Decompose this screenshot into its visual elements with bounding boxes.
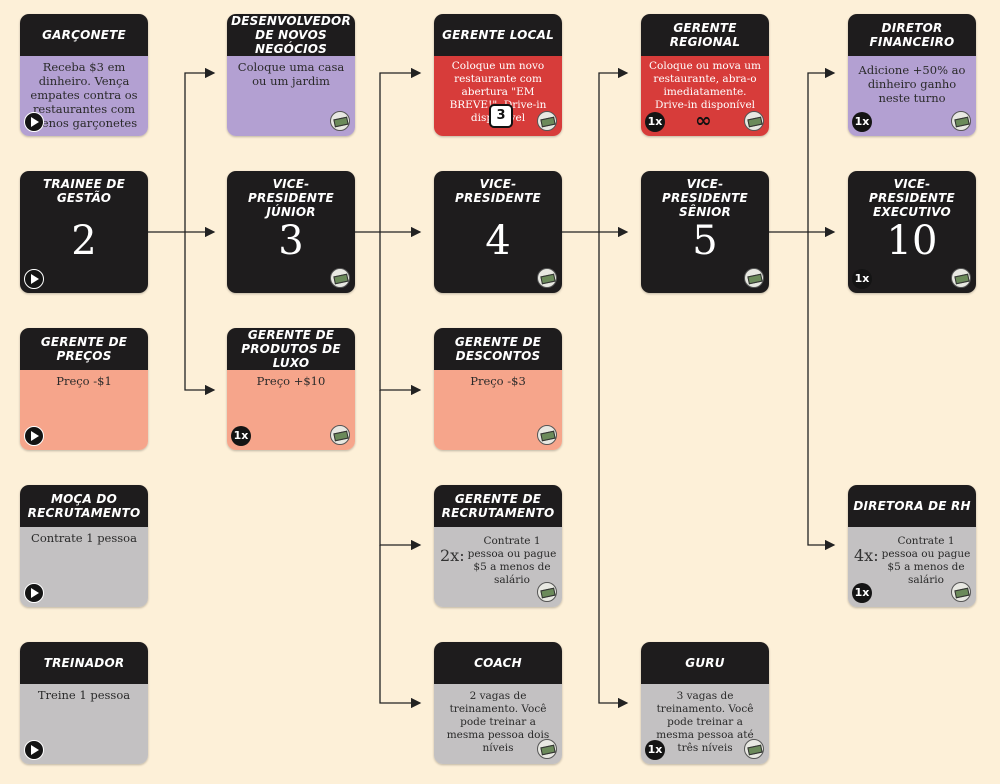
card-title: VICE-PRESIDENTE SÊNIOR <box>662 177 748 219</box>
card-title: COACH <box>434 642 562 684</box>
infinity-icon: ∞ <box>695 108 712 132</box>
money-icon <box>744 739 764 759</box>
card-title: GARÇONETE <box>20 14 148 56</box>
card-title: GERENTE DE RECRUTAMENTO <box>434 485 562 527</box>
card-title: TRAINEE DE GESTÃO <box>43 177 125 205</box>
card-title: GERENTE REGIONAL <box>641 14 769 56</box>
card-title: GERENTE DE PRODUTOS DE LUXO <box>227 328 355 370</box>
card-level-number: 3 <box>278 218 304 264</box>
connector-vp-guru <box>598 232 629 709</box>
play-icon <box>24 426 44 446</box>
money-icon <box>330 111 350 131</box>
card-gerente-recrutamento[interactable]: GERENTE DE RECRUTAMENTO 2x: Contrate 1 p… <box>434 485 562 607</box>
card-diretora-rh[interactable]: DIRETORA DE RH 4x: Contrate 1 pessoa ou … <box>848 485 976 607</box>
multiplier-label: 2x: <box>440 546 465 565</box>
connector-junior-up <box>379 67 422 232</box>
money-icon <box>951 268 971 288</box>
play-icon <box>24 740 44 760</box>
card-text: Coloque ou mova um restaurante, abra-o i… <box>648 60 762 111</box>
card-text: Adicione +50% ao dinheiro ganho neste tu… <box>858 63 966 105</box>
money-icon <box>330 425 350 445</box>
card-text: Preço -$3 <box>470 374 526 388</box>
card-coach[interactable]: COACH 2 vagas de treinamento. Você pode … <box>434 642 562 764</box>
card-text: Contrate 1 pessoa ou pague $5 a menos de… <box>881 535 971 586</box>
card-title: DESENVOLVEDOR DE NOVOS NEGÓCIOS <box>227 14 355 56</box>
card-vp[interactable]: VICE-PRESIDENTE 4 <box>434 171 562 293</box>
one-time-badge: 1x <box>852 112 872 132</box>
road-sign-3-icon: 3 <box>489 104 513 128</box>
connector-vp-up <box>598 67 629 232</box>
money-icon <box>951 111 971 131</box>
card-title: GURU <box>641 642 769 684</box>
card-guru[interactable]: GURU 3 vagas de treinamento. Você pode t… <box>641 642 769 764</box>
connector-trainee-down <box>184 232 216 396</box>
card-gerente-descontos[interactable]: GERENTE DE DESCONTOS Preço -$3 <box>434 328 562 450</box>
card-title: VICE-PRESIDENTE <box>455 177 541 205</box>
card-text: 2 vagas de treinamento. Você pode treina… <box>446 690 550 754</box>
card-level-number: 5 <box>692 218 718 264</box>
connector-junior-recrutamento <box>379 390 422 551</box>
connector-senior-up <box>807 67 836 232</box>
card-title: TREINADOR <box>20 642 148 684</box>
card-moca-recrutamento[interactable]: MOÇA DO RECRUTAMENTO Contrate 1 pessoa <box>20 485 148 607</box>
money-icon <box>537 739 557 759</box>
card-text: Preço +$10 <box>256 374 326 388</box>
card-title: VICE-PRESIDENTE JÚNIOR <box>248 177 334 219</box>
money-icon <box>537 425 557 445</box>
play-icon <box>24 112 44 132</box>
card-trainee[interactable]: TRAINEE DE GESTÃO 2 <box>20 171 148 293</box>
one-time-badge: 1x <box>852 583 872 603</box>
card-text: Coloque uma casa ou um jardim <box>237 60 345 88</box>
card-gerente-regional[interactable]: GERENTE REGIONAL Coloque ou mova um rest… <box>641 14 769 136</box>
card-produtos-luxo[interactable]: GERENTE DE PRODUTOS DE LUXO Preço +$10 1… <box>227 328 355 450</box>
card-gerente-precos[interactable]: GERENTE DE PREÇOS Preço -$1 <box>20 328 148 450</box>
card-title: GERENTE DE DESCONTOS <box>434 328 562 370</box>
card-title: VICE-PRESIDENTE EXECUTIVO <box>869 177 955 219</box>
one-time-badge: 1x <box>852 269 872 289</box>
multiplier-label: 4x: <box>854 546 879 565</box>
card-text: Preço -$1 <box>56 374 112 388</box>
card-text: 3 vagas de treinamento. Você pode treina… <box>656 690 754 754</box>
play-icon <box>24 583 44 603</box>
card-diretor-financeiro[interactable]: DIRETOR FINANCEIRO Adicione +50% ao dinh… <box>848 14 976 136</box>
card-title: DIRETORA DE RH <box>848 485 976 527</box>
connector-junior-descontos <box>379 232 422 396</box>
card-text: Receba $3 em dinheiro. Vença empates con… <box>30 60 138 130</box>
card-vp-senior[interactable]: VICE-PRESIDENTE SÊNIOR 5 <box>641 171 769 293</box>
money-icon <box>537 268 557 288</box>
card-vp-executivo[interactable]: VICE-PRESIDENTE EXECUTIVO 10 1x <box>848 171 976 293</box>
card-title: DIRETOR FINANCEIRO <box>848 14 976 56</box>
card-text: Treine 1 pessoa <box>37 688 131 702</box>
connector-senior-rh <box>807 232 836 551</box>
card-title: GERENTE LOCAL <box>434 14 562 56</box>
money-icon <box>951 582 971 602</box>
one-time-badge: 1x <box>645 112 665 132</box>
money-icon <box>330 268 350 288</box>
card-garconete[interactable]: GARÇONETE Receba $3 em dinheiro. Vença e… <box>20 14 148 136</box>
card-vp-junior[interactable]: VICE-PRESIDENTE JÚNIOR 3 <box>227 171 355 293</box>
money-icon <box>744 111 764 131</box>
connector-trainee-up <box>184 67 216 232</box>
one-time-badge: 1x <box>231 426 251 446</box>
money-icon <box>744 268 764 288</box>
card-level-number: 2 <box>71 218 97 264</box>
one-time-badge: 1x <box>645 740 665 760</box>
money-icon <box>537 111 557 131</box>
play-icon <box>24 269 44 289</box>
money-icon <box>537 582 557 602</box>
connector-junior-coach <box>379 545 422 709</box>
card-gerente-local[interactable]: GERENTE LOCAL Coloque um novo restaurant… <box>434 14 562 136</box>
card-level-number: 10 <box>886 218 938 264</box>
card-desenvolvedor[interactable]: DESENVOLVEDOR DE NOVOS NEGÓCIOS Coloque … <box>227 14 355 136</box>
card-text: Contrate 1 pessoa <box>31 531 137 545</box>
card-level-number: 4 <box>485 218 511 264</box>
card-text: Contrate 1 pessoa ou pague $5 a menos de… <box>467 535 557 586</box>
card-title: GERENTE DE PREÇOS <box>20 328 148 370</box>
card-title: MOÇA DO RECRUTAMENTO <box>20 485 148 527</box>
card-treinador[interactable]: TREINADOR Treine 1 pessoa <box>20 642 148 764</box>
